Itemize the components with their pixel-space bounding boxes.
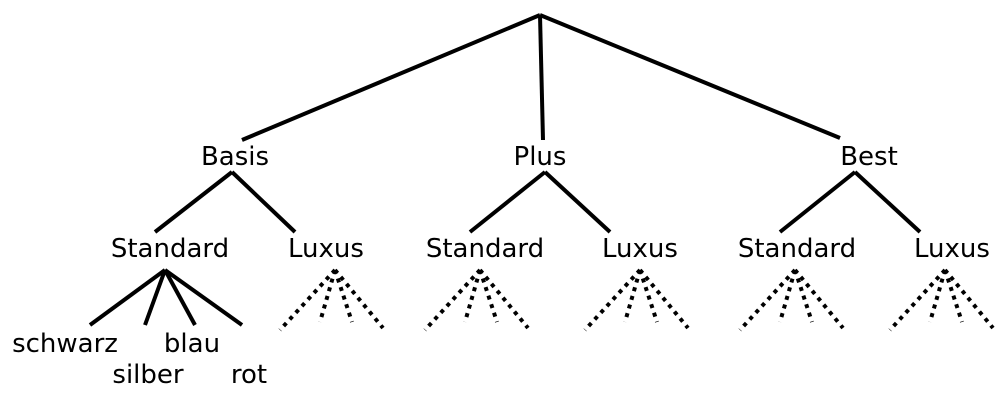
edge-tier-luxus [230, 170, 297, 234]
edge-tier-standard [778, 170, 857, 234]
edge-dotted-placeholder [278, 268, 337, 332]
edge-color [163, 269, 197, 326]
edge-dotted-placeholder [583, 268, 642, 332]
edge-dotted-placeholder [463, 269, 482, 323]
edge-dotted-placeholder [333, 269, 354, 323]
edge-dotted-placeholder [738, 268, 797, 332]
leaf-schwarz: schwarz [12, 329, 118, 359]
edge-dotted-placeholder [888, 268, 947, 332]
node-best-luxus: Luxus [914, 234, 990, 264]
leaf-blau: blau [164, 329, 220, 359]
edge-root-plus [538, 14, 545, 141]
node-plus-luxus: Luxus [602, 234, 678, 264]
edge-dotted-placeholder [793, 269, 814, 323]
edge-tier-luxus [543, 170, 612, 234]
leaf-silber: silber [112, 360, 183, 390]
edge-dotted-placeholder [793, 268, 845, 330]
edge-tier-standard [468, 170, 547, 234]
edge-dotted-placeholder [478, 269, 499, 323]
node-basis: Basis [201, 142, 269, 172]
edge-dotted-placeholder [623, 269, 642, 323]
edge-dotted-placeholder [333, 268, 385, 330]
node-plus-standard: Standard [426, 234, 544, 264]
edge-dotted-placeholder [943, 268, 995, 330]
edge-dotted-placeholder [928, 269, 947, 323]
node-plus: Plus [514, 142, 567, 172]
leaf-rot: rot [231, 360, 267, 390]
node-best: Best [840, 142, 898, 172]
edge-dotted-placeholder [318, 269, 337, 323]
edge-color [88, 268, 167, 327]
node-basis-luxus: Luxus [288, 234, 364, 264]
edge-dotted-placeholder [778, 269, 797, 323]
tree-edges [88, 13, 995, 332]
edge-root-basis [241, 13, 541, 142]
edge-color [143, 269, 167, 326]
edge-dotted-placeholder [638, 269, 659, 323]
edge-root-best [539, 13, 841, 140]
edge-tier-luxus [853, 170, 922, 234]
edge-dotted-placeholder [423, 268, 482, 332]
edge-tier-standard [153, 170, 234, 234]
edge-dotted-placeholder [943, 269, 964, 323]
edge-dotted-placeholder [478, 268, 530, 330]
edge-color [163, 268, 244, 327]
edge-dotted-placeholder [638, 268, 690, 330]
node-basis-standard: Standard [111, 234, 229, 264]
node-best-standard: Standard [738, 234, 856, 264]
